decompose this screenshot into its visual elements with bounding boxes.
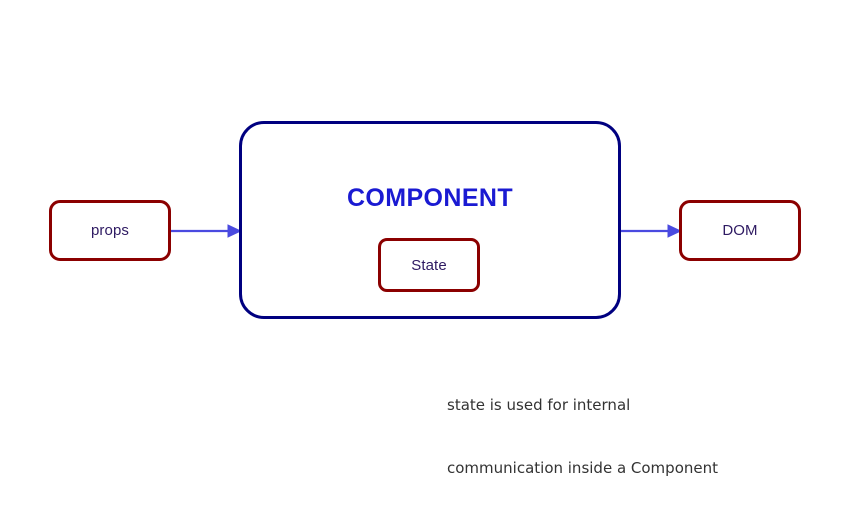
props-to-component-arrow-icon	[171, 224, 240, 238]
component-to-dom-arrow-icon	[621, 224, 680, 238]
node-dom-label: DOM	[722, 222, 758, 239]
caption-line-1: state is used for internal	[447, 396, 631, 414]
node-props[interactable]: props	[49, 200, 171, 261]
node-props-label: props	[90, 222, 130, 239]
node-state[interactable]: State	[378, 238, 480, 292]
diagram-canvas: props COMPONENT State DOM state is used …	[49, 121, 801, 477]
node-state-label: State	[411, 256, 447, 274]
caption-line-2: communication inside a Component	[447, 459, 718, 477]
node-component[interactable]: COMPONENT	[239, 121, 621, 319]
node-component-label: COMPONENT	[346, 184, 514, 212]
node-dom[interactable]: DOM	[679, 200, 801, 261]
diagram-caption: state is used for internal communication…	[447, 353, 807, 521]
